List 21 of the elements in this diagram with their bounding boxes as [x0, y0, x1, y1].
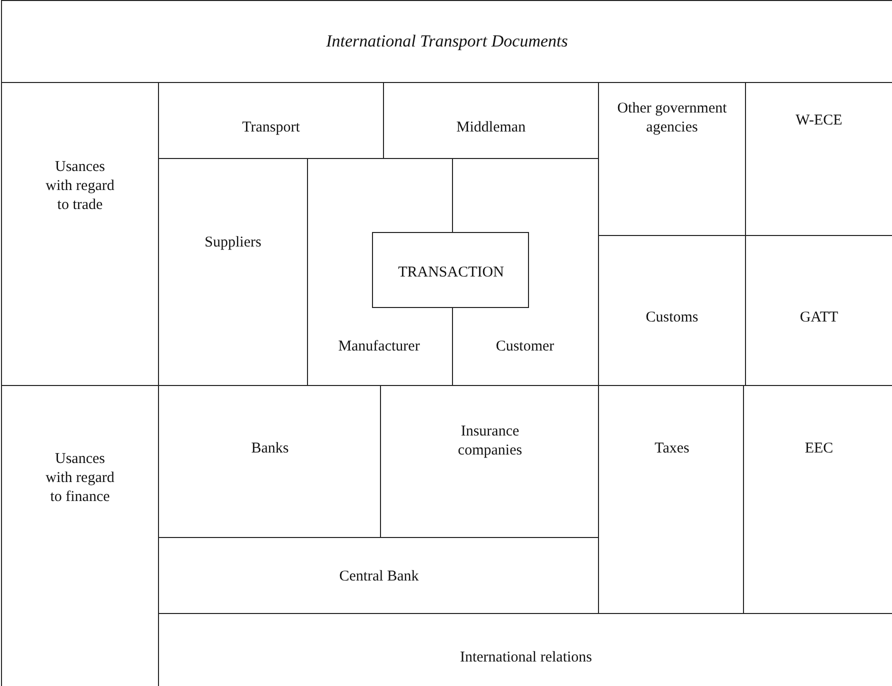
cell-label: Taxes [654, 440, 690, 458]
cell-label: Middleman [455, 118, 527, 138]
cell-label: Transport [241, 118, 301, 138]
cell-label: Manufacturer [337, 338, 421, 356]
cell-label: Usances with regard to trade [44, 158, 116, 214]
cell-label: Insurance companies [456, 422, 524, 460]
cell-label: Usances with regard to finance [44, 450, 116, 506]
cell-label: EEC [804, 440, 834, 458]
cell-label: W-ECE [794, 112, 844, 130]
cell-label: Customer [494, 338, 556, 356]
cell-label: Suppliers [204, 234, 262, 252]
title-band [1, 0, 892, 83]
cell-label: International relations [458, 648, 594, 668]
transaction-box [372, 232, 529, 308]
cell-label: Other government agencies [617, 99, 727, 137]
cell-label: Customs [644, 308, 700, 328]
cell-label: GATT [798, 308, 840, 328]
cell-label: Central Bank [338, 568, 420, 586]
title-text: International Transport Documents [325, 30, 569, 52]
cell-label: Banks [250, 440, 290, 458]
cell-label: TRANSACTION [397, 264, 505, 282]
